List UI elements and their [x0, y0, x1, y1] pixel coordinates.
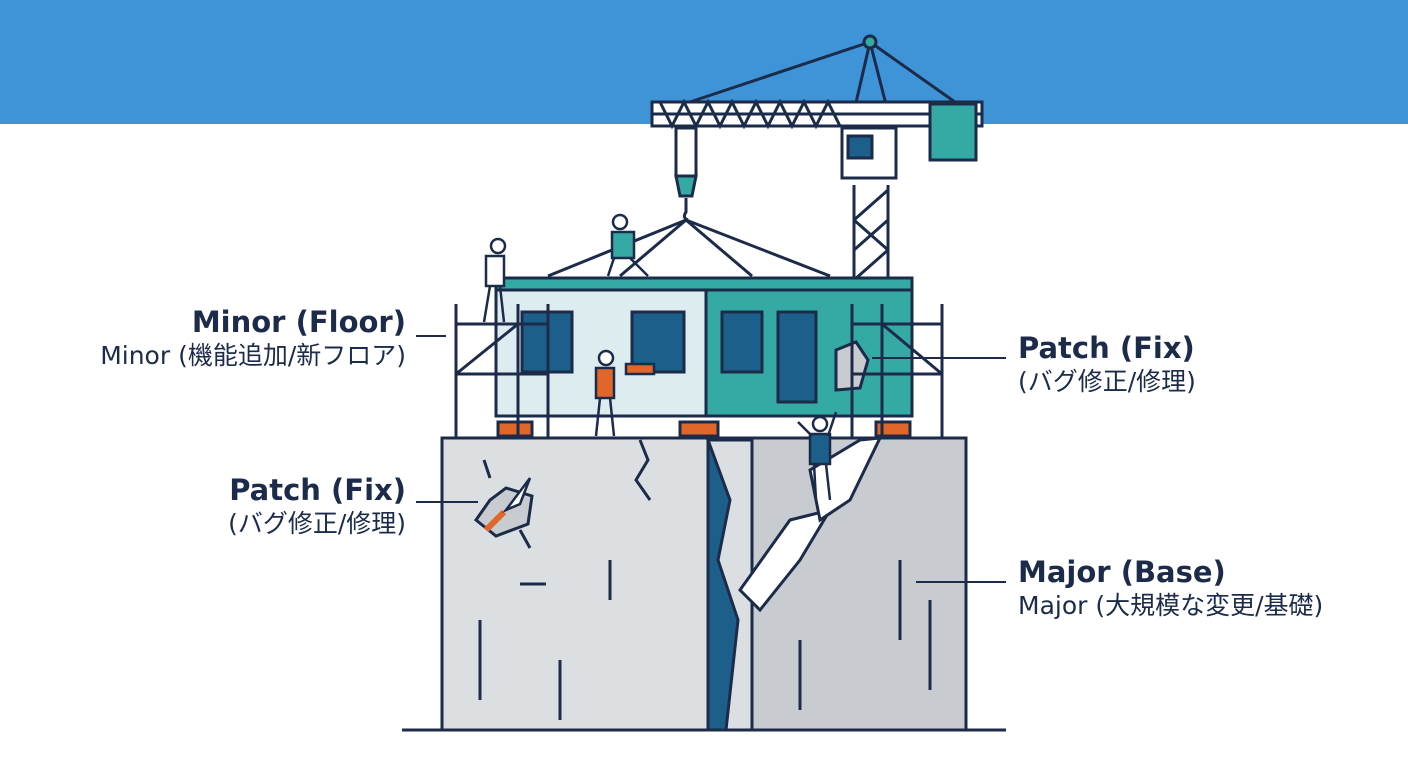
label-patch-left-subtitle: (バグ修正/修理): [228, 509, 406, 538]
tower-crane: [547, 34, 984, 282]
workers: [482, 213, 838, 533]
scaffolding: [454, 304, 944, 438]
label-major: Major (Base) Major (大規模な変更/基礎): [1018, 554, 1323, 622]
label-minor-subtitle: Minor (機能追加/新フロア): [100, 341, 406, 370]
building-module: [494, 276, 914, 438]
label-minor: Minor (Floor) Minor (機能追加/新フロア): [100, 304, 406, 372]
label-patch-left-title: Patch (Fix): [229, 473, 406, 507]
leader-lines: [416, 335, 1006, 583]
label-patch-left: Patch (Fix) (バグ修正/修理): [228, 472, 406, 540]
label-minor-title: Minor (Floor): [191, 305, 406, 339]
label-major-subtitle: Major (大規模な変更/基礎): [1018, 591, 1324, 620]
foundation: [402, 436, 1006, 732]
label-patch-right-subtitle: (バグ修正/修理): [1018, 367, 1196, 396]
label-major-title: Major (Base): [1018, 555, 1226, 589]
label-patch-right-title: Patch (Fix): [1018, 331, 1195, 365]
label-patch-right: Patch (Fix) (バグ修正/修理): [1018, 330, 1196, 398]
